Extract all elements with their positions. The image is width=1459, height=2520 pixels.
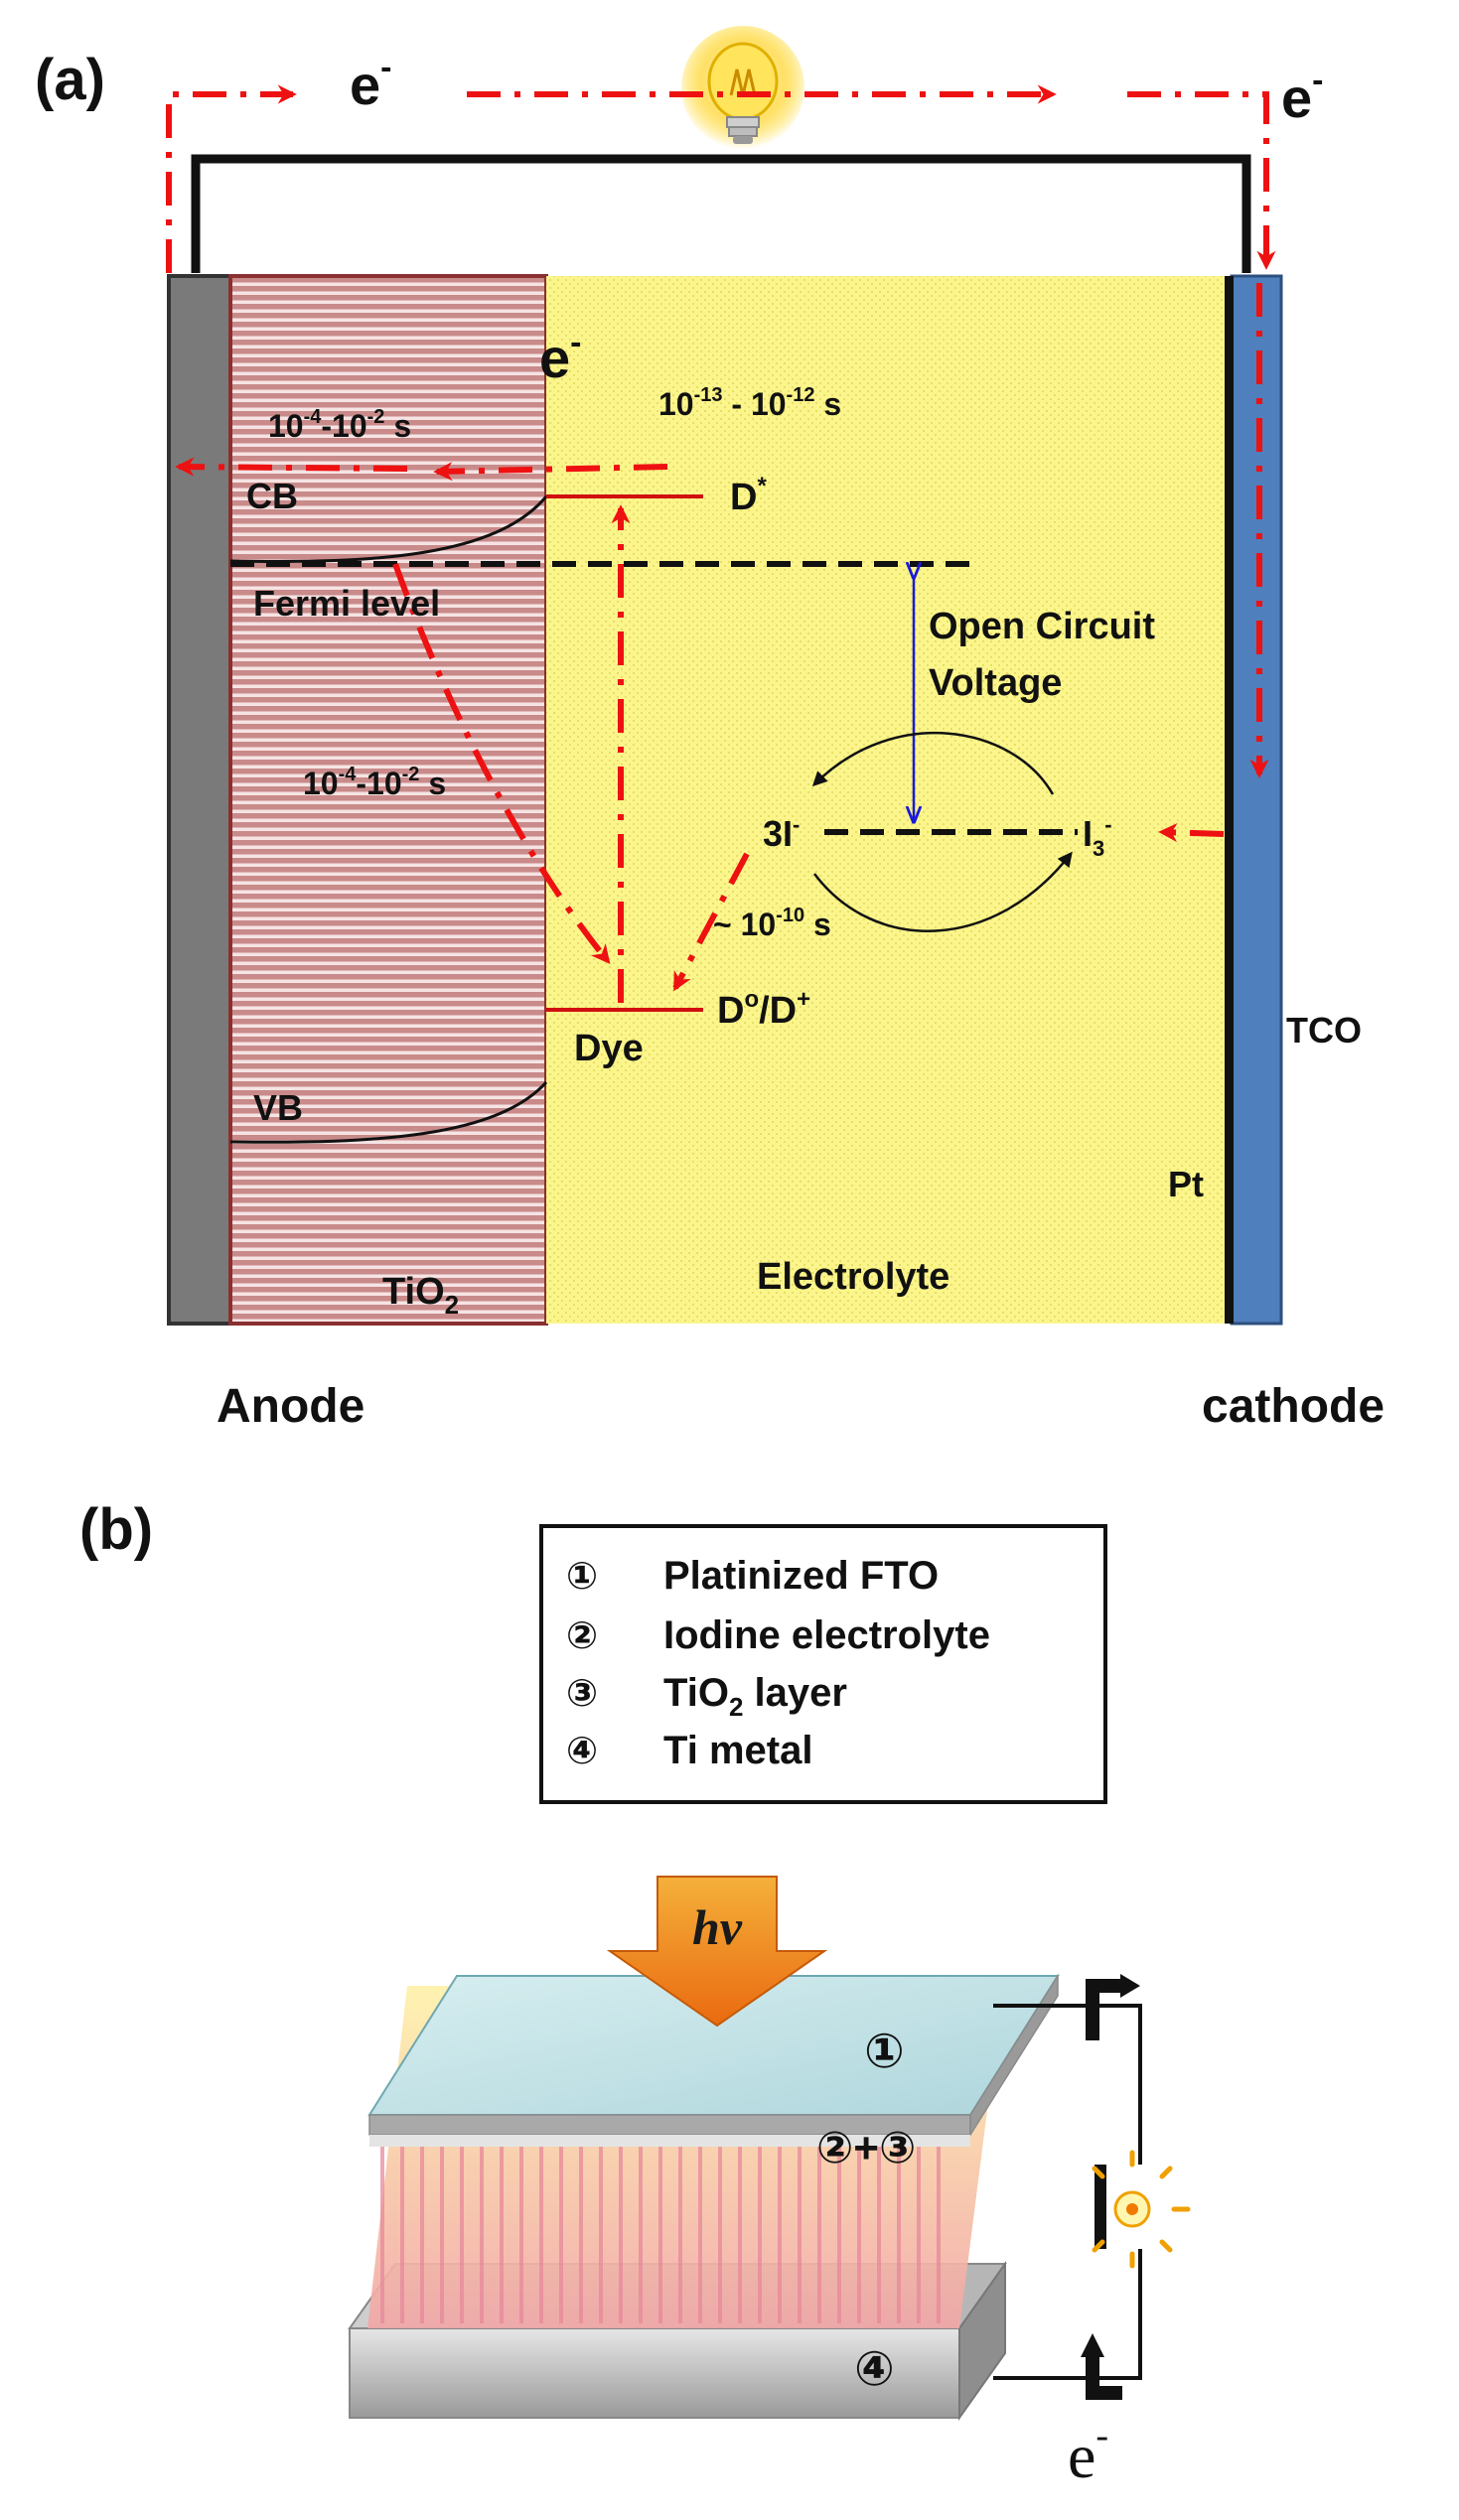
cathode-reduction-arrow — [1158, 822, 1225, 843]
circuit-arrow-bottom — [1086, 2355, 1122, 2400]
vb-label: VB — [253, 1087, 303, 1128]
pt-label: Pt — [1168, 1164, 1204, 1204]
electron-label-left: e- — [350, 49, 391, 116]
legend-text-3: TiO2 layer — [663, 1671, 847, 1722]
recombination-arrow — [392, 562, 611, 964]
triiodide-label: I3- — [1083, 812, 1112, 861]
fermi-level-label: Fermi level — [253, 583, 440, 624]
valence-band-curve — [229, 1080, 548, 1144]
platinum-layer — [1225, 276, 1234, 1324]
panel-b-label: (b) — [79, 1497, 153, 1562]
time-regeneration-label: ~ 10-10 s — [713, 905, 831, 942]
time-injection-label: 10-13 - 10-12 s — [658, 384, 841, 422]
fto-glass-plate — [367, 1973, 1060, 2147]
redox-arrow-bottom — [813, 851, 1073, 932]
electron-flow-arrow-left — [166, 84, 297, 273]
legend-box: ① Platinized FTO ② Iodine electrolyte ③ … — [539, 1524, 1107, 1804]
cb-label: CB — [246, 476, 298, 516]
anode-substrate — [167, 274, 232, 1326]
legend-num-2: ② — [566, 1615, 598, 1657]
electrolyte-region — [546, 276, 1232, 1324]
electron-flow-arrow-right — [1127, 91, 1276, 270]
tco-label: TCO — [1286, 1010, 1362, 1050]
circuit-arrow-top — [1086, 1979, 1122, 2040]
marker-fto: ① — [864, 2026, 905, 2078]
ocv-label-line2: Voltage — [929, 662, 1062, 704]
time-recombination-label: 10-4-10-2 s — [303, 764, 446, 801]
electrolyte-label: Electrolyte — [757, 1256, 949, 1298]
legend-text-2: Iodine electrolyte — [663, 1613, 990, 1657]
iodide-label: 3I- — [763, 812, 800, 854]
legend-num-4: ④ — [566, 1731, 598, 1772]
light-bulb-icon — [681, 26, 804, 149]
redox-arrow-top — [811, 731, 1055, 795]
external-circuit-b — [993, 1974, 1142, 2400]
legend-num-3: ③ — [566, 1673, 598, 1715]
legend-num-1: ① — [566, 1556, 598, 1598]
electron-label-right: e- — [1281, 62, 1323, 129]
time-transport-label: 10-4-10-2 s — [268, 406, 411, 444]
circuit-load — [1094, 2165, 1106, 2249]
electron-injection-arrow — [433, 462, 668, 482]
panel-a-label: (a) — [35, 48, 105, 112]
d-oxidized-label: Do/D+ — [717, 986, 810, 1032]
legend-text-1: Platinized FTO — [663, 1554, 939, 1598]
anode-label: Anode — [217, 1380, 365, 1433]
hv-label: hν — [692, 1899, 743, 1955]
dye-regeneration-arrow — [672, 852, 750, 992]
marker-ti-metal: ④ — [854, 2343, 895, 2396]
ocv-label-line1: Open Circuit — [929, 606, 1155, 647]
legend-text-4: Ti metal — [663, 1729, 812, 1772]
sun-bulb-icon — [1092, 2150, 1191, 2269]
dye-label: Dye — [574, 1028, 644, 1069]
marker-electrolyte-tio2: ②+③ — [816, 2124, 916, 2172]
cathode-label: cathode — [1202, 1380, 1385, 1433]
tio2-layer — [228, 274, 548, 1326]
external-circuit-wire — [191, 154, 1251, 273]
electron-label-inner: e- — [539, 324, 581, 389]
d-star-label: D* — [730, 473, 767, 518]
electron-label-b: e- — [1068, 2415, 1108, 2491]
tio2-label: TiO2 — [382, 1271, 459, 1320]
light-hv-arrow: hν — [606, 1876, 828, 2028]
